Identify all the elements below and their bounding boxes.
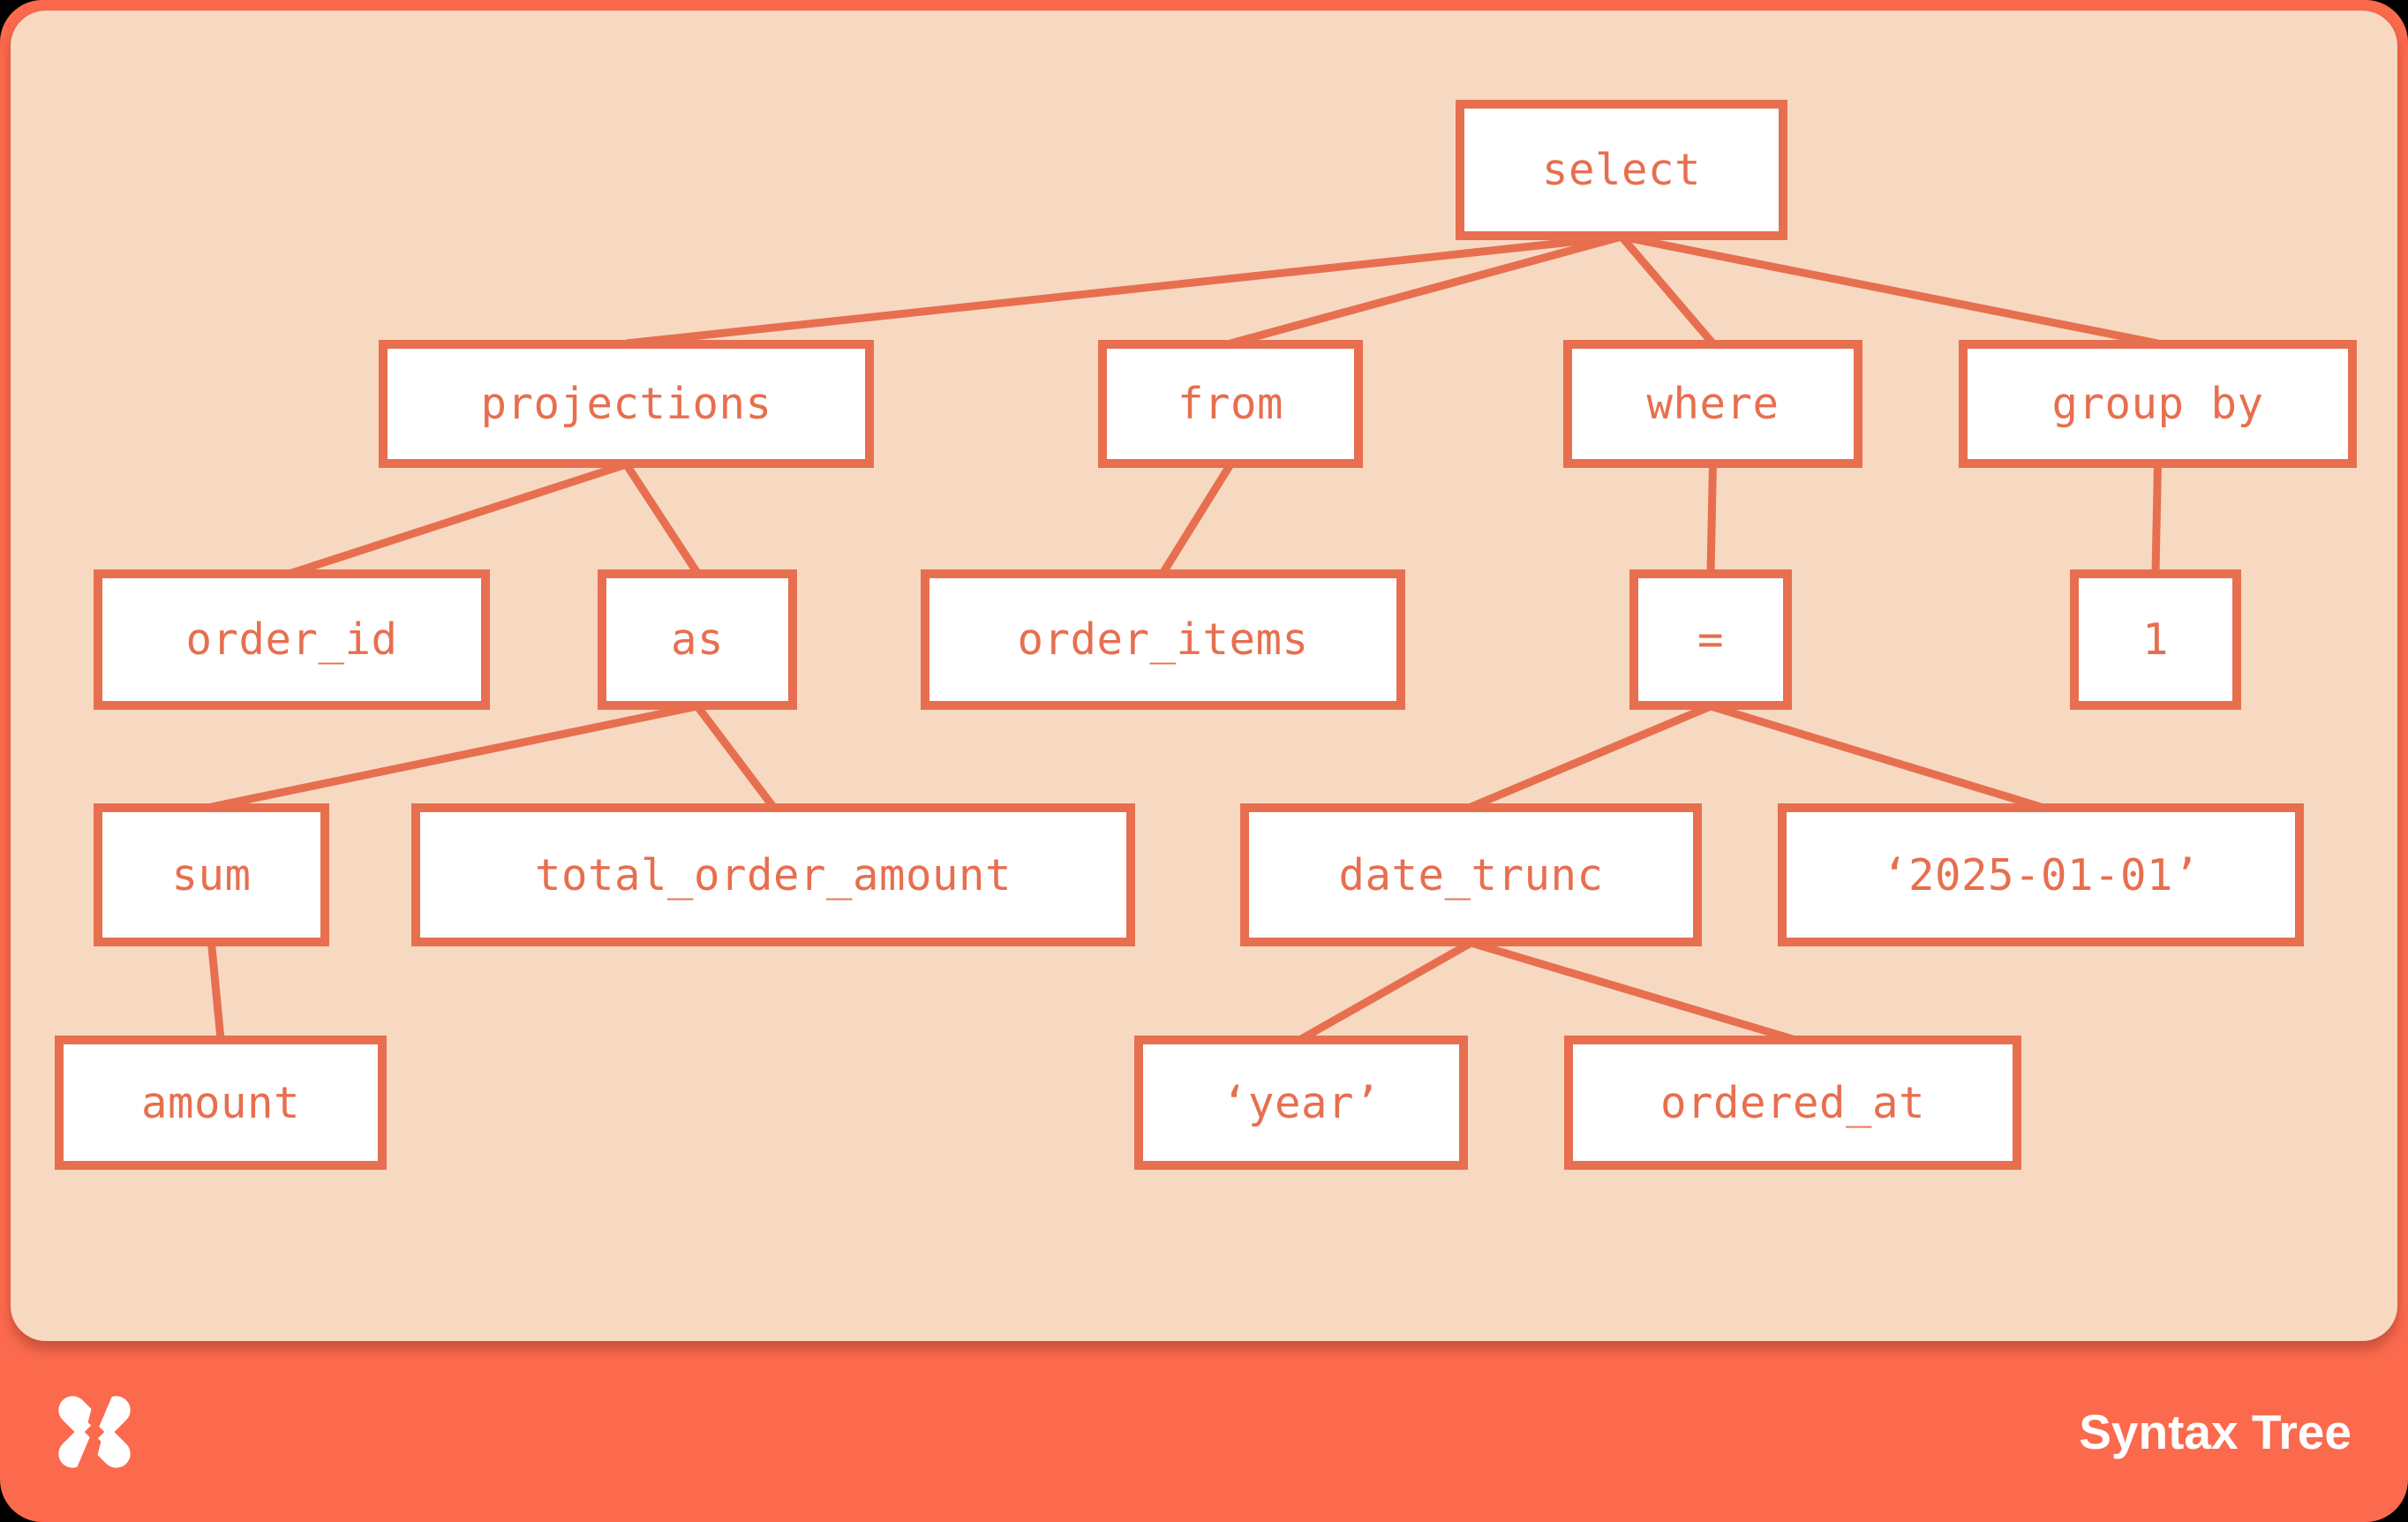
tree-node-eq: = <box>1629 569 1792 710</box>
pinwheel-shuriken-icon <box>58 1384 131 1479</box>
tree-node-ordered_at: ordered_at <box>1564 1036 2021 1170</box>
tree-node-order_id: order_id <box>94 569 490 710</box>
tree-node-date_trunc: date_trunc <box>1240 803 1702 946</box>
tree-node-str_2025: ‘2025-01-01’ <box>1778 803 2304 946</box>
tree-node-amount: amount <box>55 1036 387 1170</box>
tree-node-str_year: ‘year’ <box>1134 1036 1468 1170</box>
tree-node-total_order_amount: total_order_amount <box>411 803 1135 946</box>
tree-node-order_items: order_items <box>921 569 1405 710</box>
tree-node-select: select <box>1456 100 1787 240</box>
tree-node-one: 1 <box>2070 569 2241 710</box>
tree-node-as: as <box>598 569 797 710</box>
tree-node-group_by: group by <box>1959 340 2357 468</box>
tree-node-where: where <box>1563 340 1862 468</box>
footer-title: Syntax Tree <box>2079 1404 2352 1459</box>
tree-node-sum: sum <box>94 803 329 946</box>
tree-node-from: from <box>1098 340 1363 468</box>
tree-node-projections: projections <box>379 340 874 468</box>
footer-bar: Syntax Tree <box>0 1341 2408 1522</box>
